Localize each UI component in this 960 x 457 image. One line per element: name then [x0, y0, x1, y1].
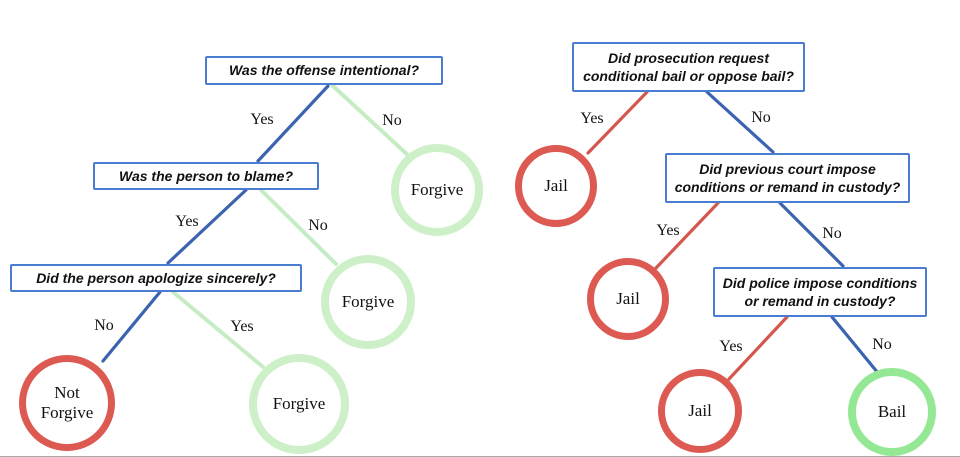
- edge-bail-0-yes: [586, 90, 649, 155]
- question-box-offense-intentional: Was the offense intentional?: [205, 56, 443, 85]
- question-box-previous-court: Did previous court impose conditions or …: [665, 153, 910, 203]
- edge-label-bail-0: Yes: [580, 110, 604, 127]
- edge-label-forgiveness-2: Yes: [175, 213, 199, 230]
- edge-label-bail-4: Yes: [719, 338, 743, 355]
- edge-label-forgiveness-5: Yes: [230, 318, 254, 335]
- leaf-circle-jail-3: Jail: [658, 369, 742, 453]
- edge-bail-5-no: [830, 315, 880, 375]
- edge-forgiveness-0-yes: [256, 84, 330, 163]
- edge-label-bail-2: Yes: [656, 222, 680, 239]
- question-box-apologize-sincerely: Did the person apologize sincerely?: [10, 264, 302, 292]
- edge-bail-1-no: [705, 90, 775, 154]
- edge-bail-3-no: [778, 201, 845, 268]
- edge-label-forgiveness-0: Yes: [250, 111, 274, 128]
- edge-label-forgiveness-4: No: [94, 317, 114, 334]
- leaf-circle-jail-1: Jail: [515, 145, 597, 227]
- edge-forgiveness-4-no: [101, 290, 162, 363]
- leaf-circle-bail: Bail: [848, 368, 936, 456]
- question-box-prosecution-request: Did prosecution request conditional bail…: [572, 42, 805, 92]
- leaf-circle-forgive-2: Forgive: [321, 255, 415, 349]
- edge-forgiveness-5-yes: [171, 290, 265, 369]
- edge-label-forgiveness-3: No: [308, 217, 328, 234]
- edge-bail-4-yes: [727, 315, 789, 381]
- leaf-circle-forgive-3: Forgive: [249, 354, 349, 454]
- edge-bail-2-yes: [654, 201, 720, 270]
- edge-forgiveness-3-no: [259, 188, 338, 266]
- leaf-circle-jail-2: Jail: [587, 258, 669, 340]
- edge-forgiveness-2-yes: [166, 188, 248, 265]
- edge-label-bail-5: No: [872, 336, 892, 353]
- question-box-person-to-blame: Was the person to blame?: [93, 162, 319, 190]
- leaf-circle-forgive-1: Forgive: [391, 144, 483, 236]
- edge-label-bail-3: No: [822, 225, 842, 242]
- edge-forgiveness-1-no: [331, 84, 412, 159]
- edge-label-forgiveness-1: No: [382, 112, 402, 129]
- leaf-circle-not-forgive: Not Forgive: [19, 355, 115, 451]
- question-box-police-impose: Did police impose conditions or remand i…: [713, 267, 927, 317]
- edge-label-bail-1: No: [751, 109, 771, 126]
